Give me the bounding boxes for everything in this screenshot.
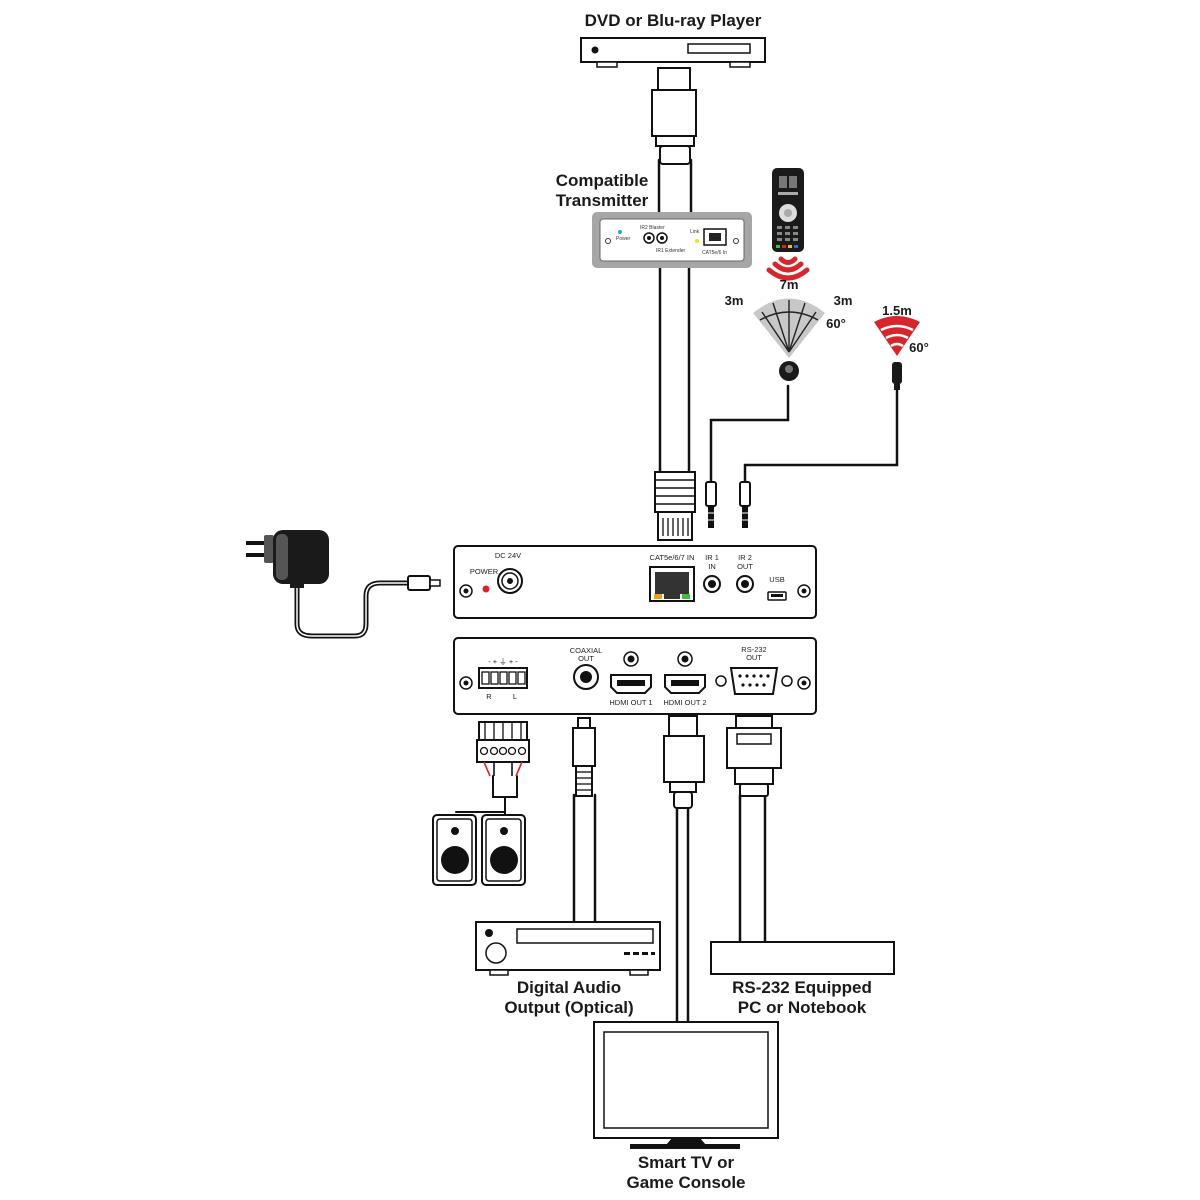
coax-cable [572,793,597,924]
cat-cable [658,266,691,474]
audio-r-label: R [486,692,492,701]
monitor-icon [593,1021,779,1149]
power-led [482,585,490,593]
transmitter-icon: Power IR2 Blaster IR1 Extender Link CAT5… [592,212,752,268]
coax-plug [572,717,596,797]
transmitter-cat-label: CAT5e/6 In [702,250,727,256]
ir-blaster-right-range: 3m [834,293,853,308]
hdmi-out-2-port [664,651,706,694]
usb-label: USB [769,575,784,584]
transmitter-ir1-label: IR1 Extender [656,248,686,254]
pc-label-line1: RS-232 Equipped [732,978,872,997]
power-adapter-icon [246,530,441,591]
speaker-icon [432,814,477,886]
ir2-cable [743,388,899,484]
power-cable [294,580,415,639]
dvd-player-icon [580,37,766,68]
speaker-icon [481,814,526,886]
hdmi-cable-source [657,158,693,214]
hdmi-out-1-label: HDMI OUT 1 [609,698,652,707]
ir-extender-range: 1.5m 60° [874,303,929,390]
remote-control-icon [772,168,804,252]
coax-label-line1: COAXIAL [570,646,603,655]
terminal-block-plug [476,721,530,777]
ir1-in-label-line2: IN [708,562,716,571]
hdmi-plug-tv [663,715,705,809]
cables [294,158,899,1024]
tv-label-line2: Game Console [626,1173,745,1192]
power-label: POWER [470,567,499,576]
ir1-jack-plug [705,481,717,528]
hdmi-cable-tv [675,806,690,1024]
rj45-plug [654,471,696,541]
ir-blaster-front-range: 7m [780,277,799,292]
rs232-port [715,667,793,695]
ir1-in-label-line1: IR 1 [705,553,719,562]
transmitter-label-line1: Compatible [556,171,649,190]
ir2-out-label-line2: OUT [737,562,753,571]
transmitter-power-led [618,230,622,234]
audio-label-line2: Output (Optical) [504,998,633,1017]
rj45-port [649,566,695,602]
coax-label-line2: OUT [578,654,594,663]
ir-extender-icon [892,362,902,390]
dvd-player: DVD or Blu-ray Player [580,11,766,165]
cat-in-label: CAT5e/6/7 IN [650,553,695,562]
pc-icon [710,941,895,975]
source-label: DVD or Blu-ray Player [585,11,762,30]
speaker-left [432,814,477,886]
ir-blaster-icon [779,361,799,381]
ir-blaster-angle: 60° [826,316,846,331]
ir-extender-range-label: 1.5m [882,303,912,318]
speaker-right [481,814,526,886]
ir-blaster-left-range: 3m [725,293,744,308]
ir2-out-label-line1: IR 2 [738,553,752,562]
audio-l-label: L [513,692,517,701]
receiver-top-panel: DC 24V POWER CAT5e/6/7 IN IR 1 IN IR 2 O… [453,545,817,619]
coaxial-port [573,664,599,690]
audio-terminal-signs: - + ⏚ + - [488,657,518,666]
av-receiver-icon [475,921,661,976]
audio-label-line1: Digital Audio [517,978,621,997]
ir1-cable [709,384,790,484]
av-receiver: Digital Audio Output (Optical) [475,921,661,1017]
pc-notebook: RS-232 Equipped PC or Notebook [710,941,895,1017]
rs232-label-line2: OUT [746,653,762,662]
dc-24v-label: DC 24V [495,551,521,560]
audio-terminal-block [478,667,528,689]
speaker-wire [455,775,518,817]
dc-power-jack [497,568,523,594]
transmitter-label-line2: Transmitter [556,191,649,210]
ir2-jack-plug [739,481,751,528]
remote-signal-waves [766,256,810,281]
hdmi-out-1-port [610,651,652,694]
smart-tv: Smart TV or Game Console [593,1021,779,1192]
transmitter-link-label: Link [690,229,700,235]
hdmi-out-2-label: HDMI OUT 2 [663,698,706,707]
rs232-label-line1: RS-232 [741,645,766,654]
db9-plug [726,715,782,797]
transmitter-ir2-label: IR2 Blaster [640,225,665,231]
ir-blaster-range: 7m 3m 3m 60° [725,277,853,381]
tv-label-line1: Smart TV or [638,1153,735,1172]
transmitter-power-label: Power [616,236,631,242]
ir-extender-angle: 60° [909,340,929,355]
pc-label-line2: PC or Notebook [738,998,867,1017]
usb-port [767,591,787,601]
rs232-cable [738,793,767,944]
receiver-bottom-panel: - + ⏚ + - R L COAXIAL OUT HDMI OUT 1 [453,637,817,715]
transmitter-link-led [695,239,699,243]
transmitter: Compatible Transmitter Power IR2 Blaster… [556,171,752,268]
hdmi-plug-source [651,67,697,165]
